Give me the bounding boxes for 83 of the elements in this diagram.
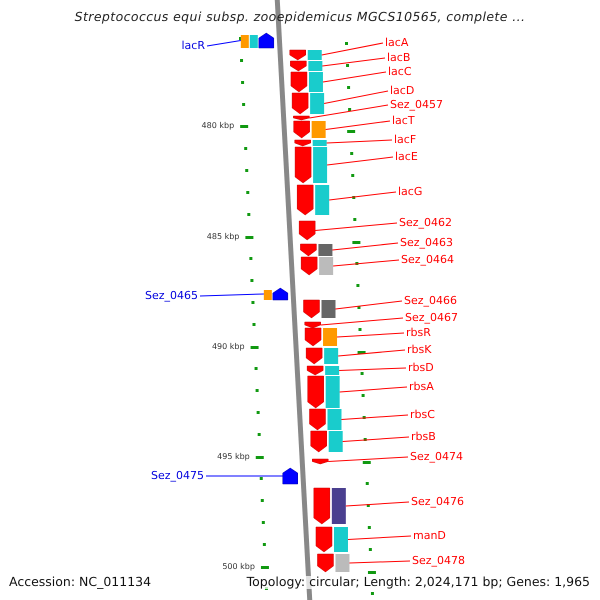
scale-label: 490 kbp [212, 343, 245, 351]
scale-label: 495 kbp [217, 453, 250, 461]
leader-line [338, 350, 406, 356]
gene-label: Sez_0466 [404, 295, 458, 306]
gene-feature [307, 376, 340, 408]
gene-feature [290, 72, 323, 92]
gene-feature [309, 408, 342, 430]
gene-label: Sez_0465 [144, 290, 198, 301]
gene-feature [290, 60, 322, 72]
gene-feature [312, 458, 328, 464]
gene-label: rbsK [407, 344, 432, 355]
gene-feature [306, 366, 340, 376]
leader-line [335, 300, 402, 310]
leader-line [345, 502, 410, 506]
gene-label: rbsB [411, 431, 436, 442]
leader-line [328, 456, 408, 462]
gene-feature [303, 300, 336, 318]
gene-feature [294, 140, 327, 146]
gene-feature [304, 328, 338, 346]
gene-label: lacE [395, 151, 418, 162]
leader-line [338, 368, 406, 371]
gene-feature [292, 92, 324, 114]
accession-text: Accession: NC_011134 [9, 576, 152, 588]
gene-feature [317, 554, 350, 572]
gene-label: lacD [390, 85, 414, 96]
gene-label: rbsR [406, 327, 431, 338]
gene-label: Sez_0474 [410, 451, 464, 462]
gene-feature [314, 488, 346, 524]
leader-line [314, 222, 398, 231]
leader-line [322, 58, 386, 66]
gene-feature [290, 50, 322, 60]
gene-label: rbsC [410, 409, 435, 420]
leader-line [332, 260, 400, 266]
gene-label: Sez_0475 [150, 470, 204, 481]
leader-line [321, 42, 384, 56]
gene-feature [316, 526, 348, 552]
gene-feature [294, 146, 328, 184]
gene-label: manD [413, 530, 446, 541]
gene-feature [306, 348, 338, 364]
gene-feature [282, 468, 298, 484]
leader-line [325, 120, 390, 130]
gene-feature [293, 120, 326, 138]
leader-line [324, 90, 388, 104]
gene-feature [298, 220, 316, 240]
leader-line [332, 242, 398, 250]
leader-line [320, 318, 404, 326]
leader-line [339, 386, 408, 392]
leader-line [342, 436, 410, 442]
gene-label: Sez_0462 [399, 217, 452, 228]
scale-label: 480 kbp [202, 122, 234, 130]
leader-line [322, 72, 386, 82]
gene-feature [264, 288, 288, 300]
scale-label: 485 kbp [206, 233, 240, 241]
gene-label: Sez_0464 [401, 254, 454, 265]
leader-line [348, 560, 410, 564]
gene-feature [310, 430, 343, 452]
gene-feature [240, 32, 274, 48]
gene-feature [300, 256, 334, 276]
leader-line [326, 156, 394, 166]
title: Streptococcus equi subsp. zooepidemicus MGCS10565, complete ... [74, 11, 526, 24]
gene-feature [296, 184, 330, 216]
gene-label: Sez_0457 [390, 99, 444, 110]
leader-line [326, 140, 392, 144]
gene-label: Sez_0478 [412, 555, 466, 566]
gene-feature [300, 244, 332, 256]
leader-line [206, 40, 242, 46]
genome-info-text: Topology: circular; Length: 2,024,171 bp; Genes: 1,965 [246, 576, 590, 588]
gene-label: Sez_0467 [405, 312, 458, 323]
gene-label: lacF [394, 134, 416, 145]
gene-label: rbsD [408, 362, 434, 373]
leader-line [308, 104, 388, 118]
leader-line [341, 414, 408, 420]
gene-label: lacA [385, 37, 408, 48]
gene-label: lacT [392, 115, 415, 126]
gene-label: lacC [388, 66, 412, 77]
scale-label: 500 kbp [222, 563, 255, 571]
gene-label: rbsA [409, 381, 434, 392]
gene-label: lacR [182, 40, 205, 51]
gene-label: Sez_0463 [400, 237, 454, 248]
gene-label: Sez_0476 [411, 496, 464, 507]
gene-label: lacG [398, 186, 422, 197]
leader-line [336, 332, 404, 338]
gene-label: lacB [387, 52, 410, 63]
